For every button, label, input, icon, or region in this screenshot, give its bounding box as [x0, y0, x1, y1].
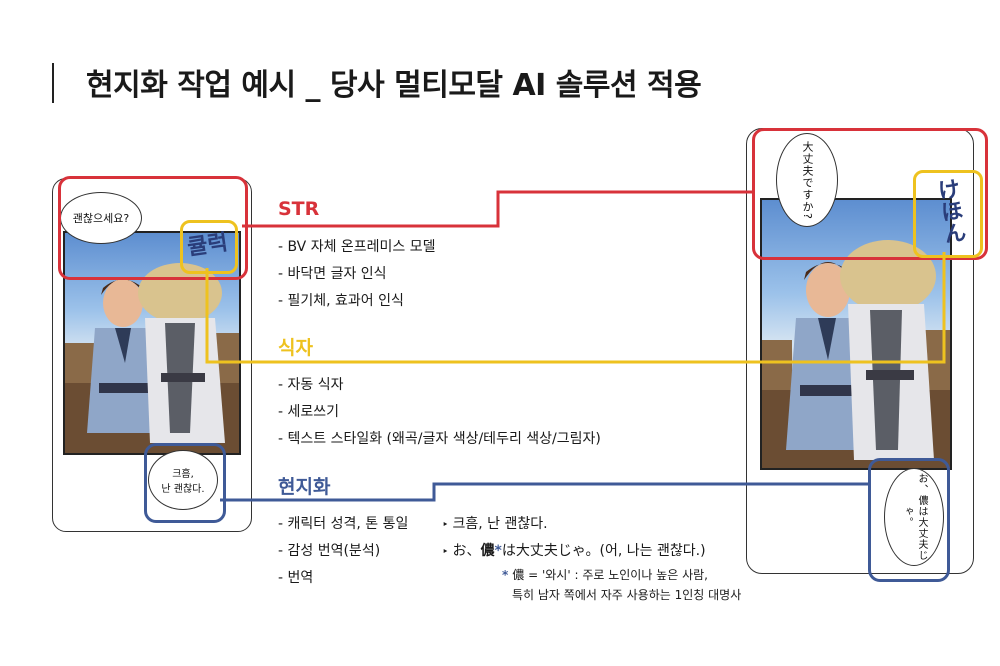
shikja-connector-line — [205, 252, 946, 364]
left-localization-highlight-box — [144, 443, 226, 523]
str-item-3: - 필기체, 효과어 인식 — [278, 293, 404, 309]
localization-connector-line — [220, 482, 868, 502]
localization-item-3: - 번역 — [278, 570, 314, 586]
footnote-star: * — [502, 568, 509, 582]
footnote-text-1: 儂 = '와시' : 주로 노인이나 높은 사람, — [512, 568, 708, 582]
left-str-highlight-box — [58, 176, 248, 280]
left-characters-illustration — [65, 263, 239, 453]
example-japanese-rest: は大丈夫じゃ。(어, 나는 괜찮다.) — [501, 543, 706, 559]
shikja-item-1: - 자동 식자 — [278, 377, 344, 393]
localization-example-japanese: ‣お、儂*は大丈夫じゃ。(어, 나는 괜찮다.) — [442, 540, 706, 560]
example-japanese-star: * — [494, 543, 502, 559]
str-section-title: STR — [278, 198, 320, 220]
left-top-speech-bubble: 괜찮으세요? — [60, 192, 142, 244]
example-korean-text: 크흠, 난 괜찮다. — [452, 516, 548, 532]
str-connector-line — [242, 190, 752, 228]
right-top-bubble-text: 大丈夫ですか? — [801, 140, 814, 220]
right-str-highlight-box — [752, 128, 988, 260]
left-sfx-highlight-box — [180, 220, 238, 274]
page-title: 현지화 작업 예시 _ 당사 멀티모달 AI 솔루션 적용 — [86, 68, 702, 103]
right-bottom-bubble-text: お、儂は大丈夫じゃ。 — [901, 473, 927, 561]
right-bottom-speech-bubble: お、儂は大丈夫じゃ。 — [884, 468, 944, 566]
localization-example-korean: ‣크흠, 난 괜찮다. — [442, 513, 548, 533]
shikja-item-3: - 텍스트 스타일화 (왜곡/글자 색상/테두리 색상/그림자) — [278, 431, 601, 447]
localization-section-title: 현지화 — [278, 476, 331, 498]
title-divider — [52, 63, 54, 103]
right-localization-highlight-box — [868, 458, 950, 582]
example-bullet-icon: ‣ — [442, 545, 449, 558]
localization-item-2: - 감성 번역(분석) — [278, 543, 381, 559]
left-top-bubble-text: 괜찮으세요? — [72, 212, 130, 225]
right-top-speech-bubble: 大丈夫ですか? — [776, 133, 838, 227]
footnote-line-1: *儂 = '와시' : 주로 노인이나 높은 사람, — [502, 566, 708, 583]
shikja-item-2: - 세로쓰기 — [278, 404, 340, 420]
str-item-2: - 바닥면 글자 인식 — [278, 266, 387, 282]
left-bottom-bubble-text: 크흠, 난 괜찮다. — [161, 469, 205, 495]
localization-item-1: - 캐릭터 성격, 톤 통일 — [278, 516, 409, 532]
footnote-line-2: 특히 남자 쪽에서 자주 사용하는 1인칭 대명사 — [512, 588, 742, 602]
left-bottom-speech-bubble: 크흠, 난 괜찮다. — [148, 450, 218, 510]
str-item-1: - BV 자체 온프레미스 모델 — [278, 239, 436, 255]
example-japanese-bold-word: 儂 — [480, 543, 495, 559]
right-sfx-highlight-box — [913, 170, 983, 258]
left-comic-panel — [63, 231, 241, 455]
example-bullet-icon: ‣ — [442, 518, 449, 531]
shikja-section-title: 식자 — [278, 337, 313, 359]
example-japanese-prefix: お、 — [452, 543, 481, 559]
